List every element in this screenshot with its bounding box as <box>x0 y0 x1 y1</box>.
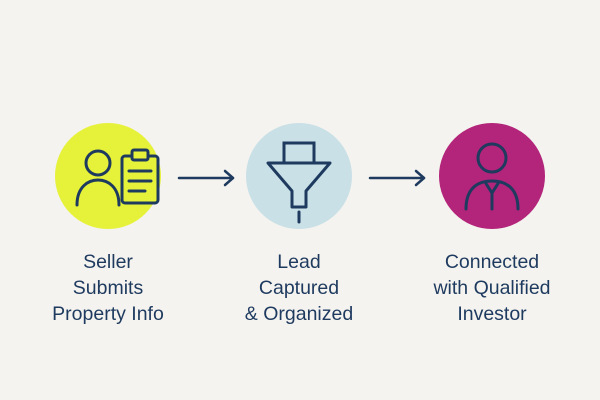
step-1-circle <box>55 123 161 229</box>
step-2-label-line: Lead <box>277 251 321 273</box>
step-2-circle <box>246 123 352 229</box>
step-2-label-line: Captured <box>258 277 340 299</box>
step-3-label-line: with Qualified <box>433 277 551 299</box>
step-1-label-line: Property Info <box>52 303 164 325</box>
step-1-label: Seller Submits Property Info <box>23 249 193 327</box>
step-3-label-line: Connected <box>444 251 540 273</box>
step-3-label-line: Investor <box>457 303 527 325</box>
step-1-label-line: Submits <box>72 277 144 299</box>
step-1-label-line: Seller <box>83 251 133 273</box>
arrow-right-icon <box>177 166 237 190</box>
step-2-label: Lead Captured & Organized <box>214 249 384 327</box>
arrow-right-icon <box>368 166 428 190</box>
person-clipboard-icon <box>75 148 160 207</box>
step-2-label-line: & Organized <box>244 303 354 325</box>
investor-icon <box>464 142 520 211</box>
step-3-label: Connected with Qualified Investor <box>407 249 577 327</box>
funnel-icon <box>266 141 332 224</box>
step-3-circle <box>439 123 545 229</box>
